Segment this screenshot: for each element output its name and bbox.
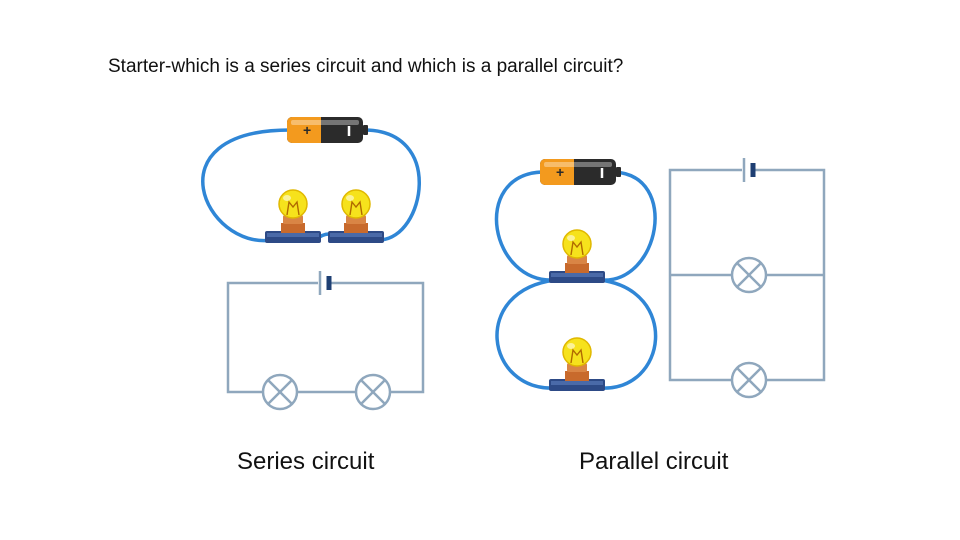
lamp-symbol-icon [261,373,299,411]
parallel-illustration: + [494,157,658,392]
series-wire-left [201,128,292,243]
light-bulb-icon [548,337,606,392]
lamp-symbol-icon [730,256,768,294]
battery-icon [285,115,369,145]
lamp-symbol-icon [354,373,392,411]
series-schematic-wire [226,281,425,394]
series-illustration: + [201,115,421,244]
page-title: Starter-which is a series circuit and wh… [108,56,624,77]
series-circuit-caption: Series circuit [237,448,375,475]
light-bulb-icon [264,189,322,244]
battery-plus-label: + [303,122,311,138]
parallel-circuit-caption: Parallel circuit [579,448,729,475]
parallel-wire-bottom-left [495,278,558,390]
series-schematic [226,271,425,411]
parallel-wire-bottom-right [598,278,658,390]
lamp-symbol-icon [730,361,768,399]
light-bulb-icon [548,229,606,284]
parallel-schematic-wire [668,168,826,382]
battery-icon [538,157,622,187]
parallel-wire-top-left [494,170,558,282]
series-wire-right [362,128,421,242]
parallel-schematic [668,158,826,399]
parallel-wire-top-right [598,170,657,282]
battery-plus-label: + [556,164,564,180]
light-bulb-icon [327,189,385,244]
